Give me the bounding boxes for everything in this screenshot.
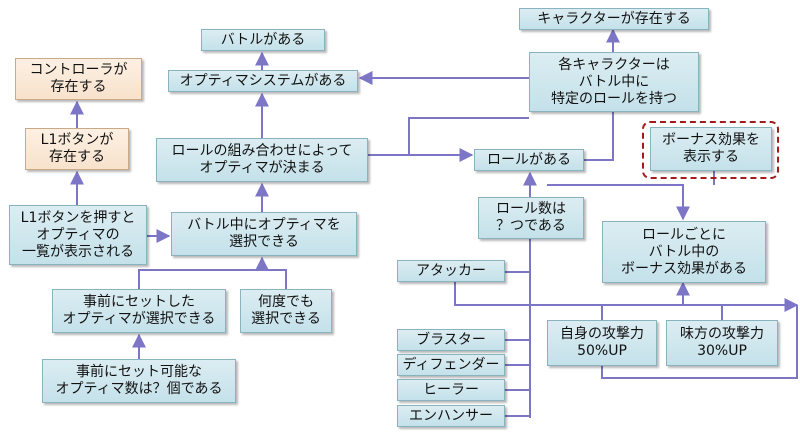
- node-controller-exists: コントローラが 存在する: [15, 58, 142, 100]
- node-text: キャラクターが存在する: [537, 10, 691, 27]
- node-ally-attack: 味方の攻撃力 30%UP: [666, 320, 778, 366]
- node-each-character-role: 各キャラクターは バトル中に 特定のロールを持つ: [529, 52, 699, 112]
- node-blaster: ブラスター: [397, 329, 505, 351]
- node-optima-system: オプティマシステムがある: [168, 70, 358, 92]
- node-text: 50%UP: [577, 343, 627, 359]
- node-text: オプティマ数は？個である: [55, 381, 223, 397]
- node-text: 選択できる: [229, 234, 299, 250]
- connector-character-roles: [584, 112, 614, 161]
- node-text: 味方の攻撃力: [680, 326, 764, 342]
- node-text: ロールの組み合わせによって: [171, 143, 353, 159]
- highlight-dashed-frame: [642, 121, 779, 179]
- node-l1-exists: L1ボタンが 存在する: [25, 128, 129, 170]
- node-text: 選択できる: [251, 311, 321, 327]
- node-text: バトルがある: [220, 31, 306, 48]
- node-battle-exists: バトルがある: [201, 29, 325, 51]
- node-text: オプティマが決まる: [199, 160, 325, 176]
- node-text: 特定のロールを持つ: [551, 90, 677, 107]
- connector-preset-anytimes: [138, 269, 287, 289]
- node-preset-selectable: 事前にセットした オプティマが選択できる: [52, 289, 226, 333]
- node-text: 各キャラクターは: [558, 56, 670, 73]
- node-healer: ヒーラー: [397, 379, 505, 401]
- node-text: ？つである: [496, 218, 566, 234]
- node-role-count: ロール数は ？つである: [478, 197, 584, 239]
- node-text: バトル中にオプティマを: [187, 217, 341, 233]
- connector-effects-attacker: [454, 282, 799, 312]
- node-text: アタッカー: [416, 262, 486, 279]
- node-text: 事前にセット可能な: [76, 364, 202, 380]
- node-text: オプティマが選択できる: [62, 311, 216, 327]
- node-text: 一覧が表示される: [22, 243, 134, 260]
- node-preset-count: 事前にセット可能な オプティマ数は？個である: [42, 359, 236, 403]
- node-text: 何度でも: [258, 294, 314, 310]
- connector-roles-bonus: [547, 184, 690, 221]
- node-show-bonus: ボーナス効果を 表示する: [650, 127, 772, 171]
- node-text: 存在する: [49, 149, 105, 165]
- node-text: ボーナス効果がある: [621, 260, 747, 277]
- node-roles-exist: ロールがある: [474, 149, 584, 171]
- node-defender: ディフェンダー: [397, 354, 505, 376]
- node-text: L1ボタンが: [40, 132, 114, 148]
- node-text: オプティマシステムがある: [179, 72, 347, 89]
- connector-roles-up: [408, 117, 529, 155]
- node-enhancer: エンハンサー: [397, 405, 505, 427]
- node-text: ロールごとに: [642, 226, 726, 243]
- node-text: 30%UP: [697, 343, 747, 359]
- node-text: 存在する: [50, 79, 107, 95]
- node-character-exists: キャラクターが存在する: [519, 8, 709, 30]
- node-text: バトル中の: [648, 243, 720, 260]
- node-select-in-battle: バトル中にオプティマを 選択できる: [171, 212, 357, 256]
- connector-loop: [601, 305, 798, 379]
- node-text: ロール数は: [496, 201, 566, 217]
- node-l1-press: L1ボタンを押すと オプティマの 一覧が表示される: [9, 205, 147, 265]
- node-self-attack: 自身の攻撃力 50%UP: [547, 320, 657, 366]
- node-text: 自身の攻撃力: [560, 326, 644, 342]
- node-text: コントローラが: [29, 62, 128, 78]
- node-text: エンハンサー: [409, 407, 493, 424]
- node-text: ディフェンダー: [402, 356, 500, 373]
- node-text: 表示する: [683, 149, 739, 165]
- node-text: バトル中に: [578, 73, 650, 90]
- node-text: ブラスター: [416, 331, 486, 348]
- node-text: オプティマの: [36, 226, 120, 243]
- node-text: 事前にセットした: [83, 294, 195, 310]
- node-bonus-per-role: ロールごとに バトル中の ボーナス効果がある: [602, 221, 766, 283]
- node-text: ロールがある: [487, 151, 571, 168]
- node-attacker: アタッカー: [397, 260, 505, 282]
- node-role-combination: ロールの組み合わせによって オプティマが決まる: [156, 138, 368, 182]
- node-text: L1ボタンを押すと: [20, 209, 136, 226]
- node-text: ボーナス効果を: [662, 132, 760, 148]
- node-any-times: 何度でも 選択できる: [240, 289, 332, 333]
- node-text: ヒーラー: [423, 381, 479, 398]
